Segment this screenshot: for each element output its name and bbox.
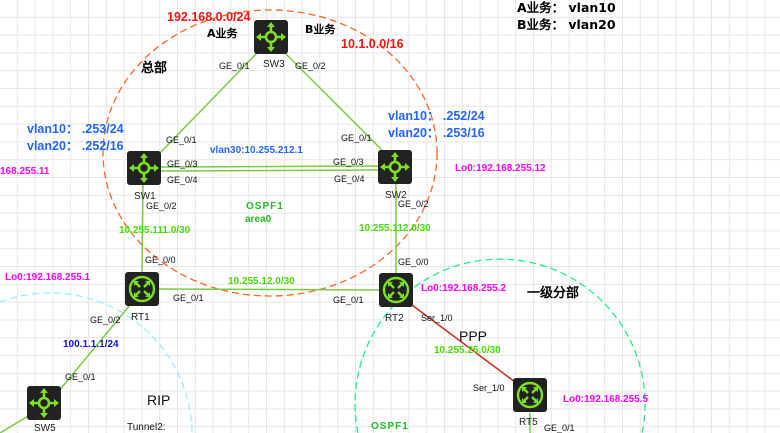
hq-label: 总部 [141,60,167,76]
svg-text:Ser_1/0: Ser_1/0 [421,313,453,323]
rt5-g1-port: GE_0/1 [544,423,575,433]
service-b-network: 10.1.0.0/16 [341,37,404,51]
sw2-loopback: Lo0:192.168.255.12 [455,163,546,174]
rt2-label: RT2 [385,313,404,324]
rt1-device[interactable] [123,270,161,308]
svg-text:GE_0/4: GE_0/4 [167,175,198,185]
legend-b: B业务： vlan20 [517,17,616,32]
link-rt1-rt2 [158,288,380,291]
rt2-loopback: Lo0:192.168.255.2 [421,283,506,294]
svg-text:GE_0/1: GE_0/1 [219,61,250,71]
svg-text:GE_0/0: GE_0/0 [398,257,429,267]
svg-text:GE_0/2: GE_0/2 [295,61,326,71]
sw1-vlan20: vlan20： .252/16 [27,139,124,153]
net-sw1-rt1: 10.255.111.0/30 [119,225,191,236]
rt1-label: RT1 [131,312,150,323]
net-rt1-rt2: 10.255.12.0/30 [228,276,295,287]
net-rt1-sw5: 100.1.1.1/24 [63,339,119,350]
svg-text:GE_0/1: GE_0/1 [173,293,204,303]
link-sw3-sw2 [283,51,383,151]
sw1-device[interactable] [125,149,163,187]
svg-text:GE_0/1: GE_0/1 [341,133,372,143]
svg-text:GE_0/0: GE_0/0 [145,255,176,265]
rt5-label: RT5 [519,417,538,428]
ospf-area0-title: OSPF1 [246,201,284,212]
branch-ospf-label: OSPF1 [371,421,409,432]
link-sw1-rt1 [141,184,144,273]
link-sw5-left [0,414,31,433]
rt5-device[interactable] [511,376,549,414]
link-rt2-rt5-ppp [411,304,516,383]
tunnel-label: Tunnel2: [127,422,166,433]
link-sw1-sw2-g3 [160,165,379,168]
rip-label: RIP [147,392,170,408]
service-a-network: 192.168.0.0/24 [167,10,250,24]
branch-label: 一级分部 [527,285,579,301]
rt1-loopback: Lo0:192.168.255.1 [5,272,90,283]
svg-text:GE_0/1: GE_0/1 [65,372,96,382]
link-rt1-sw5 [57,304,131,393]
sw5-label: SW5 [34,423,56,433]
svg-text:GE_0/1: GE_0/1 [333,295,364,305]
svg-text:GE_0/2: GE_0/2 [90,315,121,325]
legend-a: A业务： vlan10 [517,0,616,15]
svg-text:GE_0/1: GE_0/1 [166,135,197,145]
rip-area-circle [0,292,193,433]
ppp-label: PPP [459,328,487,344]
sw1-loopback: 168.255.11 [0,166,50,177]
sw1-vlan10: vlan10： .253/24 [27,122,124,136]
branch-area-circle [354,258,646,433]
svg-text:GE_0/2: GE_0/2 [398,199,429,209]
svg-text:GE_0/3: GE_0/3 [333,157,364,167]
rt5-loopback: Lo0:192.168.255.5 [563,394,648,405]
link-sw1-sw2-g4 [160,169,379,172]
sw2-label: SW2 [385,190,407,201]
svg-text:GE_0/3: GE_0/3 [167,159,198,169]
net-rt2-rt5: 10.255.25.0/30 [434,345,501,356]
hq-area-circle [102,9,438,297]
vlan30-label: vlan30:10.255.212.1 [210,145,303,156]
link-sw3-sw1 [157,51,259,156]
sw5-device[interactable] [25,384,63,422]
service-b-label: B业务 [305,22,336,36]
sw3-device[interactable] [252,18,290,56]
port-labels: GE_0/1 GE_0/2 GE_0/1 GE_0/3 GE_0/4 GE_0/… [65,61,575,433]
svg-text:GE_0/2: GE_0/2 [146,201,177,211]
sw2-vlan10: vlan10： .252/24 [388,109,485,123]
svg-text:Ser_1/0: Ser_1/0 [473,383,505,393]
rt2-device[interactable] [377,271,415,309]
links [0,51,531,433]
sw3-label: SW3 [263,59,285,70]
svg-text:GE_0/4: GE_0/4 [334,174,365,184]
ospf-area0-sub: area0 [245,214,272,225]
service-a-label: A业务 [207,26,239,40]
sw2-device[interactable] [376,148,414,186]
net-sw2-rt2: 10.255.112.0/30 [359,223,431,234]
sw2-vlan20: vlan20： .253/16 [388,126,485,140]
sw1-label: SW1 [134,191,156,202]
